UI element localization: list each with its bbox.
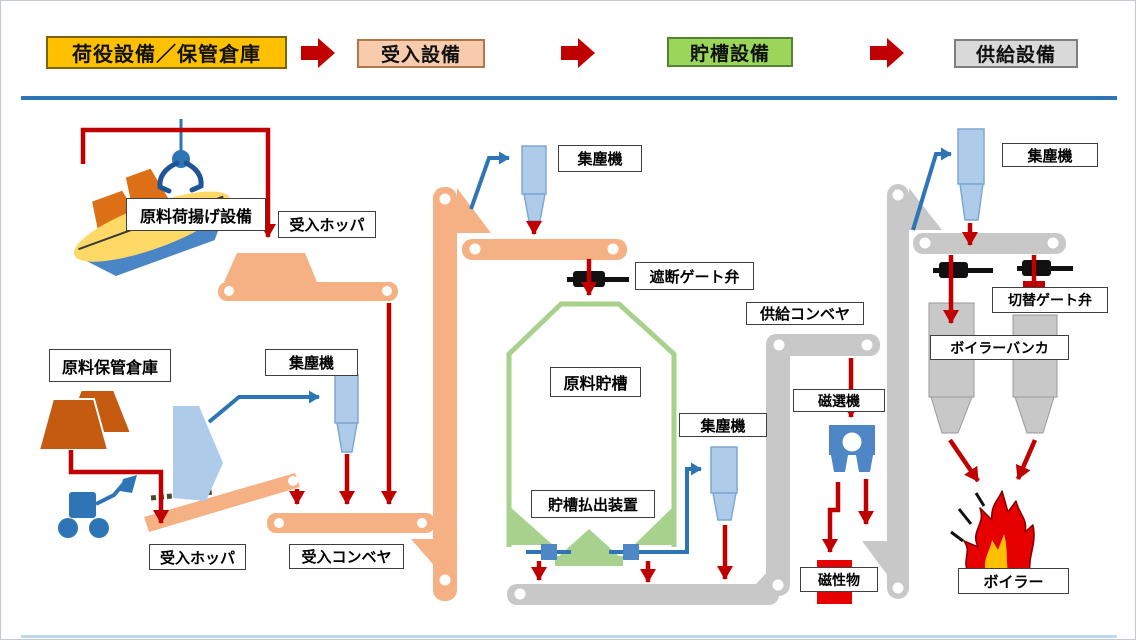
- boiler-bunkers: [928, 302, 1058, 434]
- label-magnetic-separator: 磁選機: [793, 389, 885, 412]
- header-divider-line: [21, 96, 1117, 100]
- receiving-bucket-elevator: [433, 187, 627, 601]
- label-silo: 原料貯槽: [550, 367, 641, 397]
- floor-hopper-shape: [173, 406, 223, 501]
- dust-collector-center: [521, 145, 547, 222]
- label-receiving-hopper-2: 受入ホッパ: [149, 544, 246, 570]
- stage-box-handling: 荷役設備／保管倉庫: [46, 36, 287, 69]
- magnetic-separator-icon: [829, 425, 875, 472]
- silo-discharge-valves: [526, 462, 702, 560]
- label-unloader: 原料荷揚げ設備: [126, 198, 266, 231]
- stage-box-storage: 貯槽設備: [667, 37, 793, 67]
- label-dust-collector-right: 集塵機: [1002, 143, 1098, 167]
- stage-box-receiving: 受入設備: [357, 39, 485, 68]
- dust-collector-right: [957, 128, 985, 221]
- label-switch-gate-valve: 切替ゲート弁: [992, 287, 1108, 313]
- incline-conveyor: [144, 473, 300, 532]
- bottom-edge-line: [21, 635, 1117, 638]
- closed-gate-stop-bar: [1023, 281, 1045, 287]
- boiler-flame-icon: [950, 490, 1035, 574]
- label-receiving-conveyor: 受入コンベヤ: [289, 544, 404, 569]
- label-boiler-bunker: ボイラーバンカ: [930, 335, 1069, 360]
- boiler-bucket-elevator: [862, 184, 1066, 599]
- crane-grab-icon: [157, 119, 204, 194]
- label-dust-collector-left: 集塵機: [265, 349, 358, 376]
- switch-gate-valve-left-icon: [933, 262, 993, 278]
- material-piles-icon: [37, 389, 133, 451]
- label-boiler: ボイラー: [958, 568, 1069, 594]
- dust-air-arrows: [207, 147, 952, 424]
- label-dust-collector-center: 集塵機: [558, 145, 642, 172]
- dust-collector-center-right: [710, 446, 738, 521]
- wheel-loader-icon: [58, 475, 137, 538]
- supply-conveyor-frame: [507, 334, 880, 605]
- material-flow-arrows: [68, 127, 1038, 583]
- shutoff-gate-valve-icon: [567, 271, 629, 287]
- receiving-hopper1-shape: [224, 253, 317, 282]
- label-supply-conveyor: 供給コンベヤ: [746, 302, 864, 325]
- label-dust-collector-center-right: 集塵機: [679, 413, 767, 437]
- header-flow-arrows: [301, 38, 904, 68]
- switch-gate-valve-right-icon: [1017, 260, 1073, 276]
- label-magnetic-material: 磁性物: [800, 567, 878, 592]
- label-shutoff-gate-valve: 遮断ゲート弁: [635, 262, 754, 290]
- dust-collector-left: [334, 374, 359, 453]
- label-silo-discharger: 貯槽払出装置: [531, 490, 655, 518]
- receiving-conveyor1: [218, 282, 398, 301]
- label-storage-warehouse: 原料保管倉庫: [49, 349, 171, 382]
- silo-shape: [506, 301, 677, 566]
- label-receiving-hopper-1: 受入ホッパ: [278, 211, 376, 238]
- stage-box-supply: 供給設備: [954, 39, 1078, 68]
